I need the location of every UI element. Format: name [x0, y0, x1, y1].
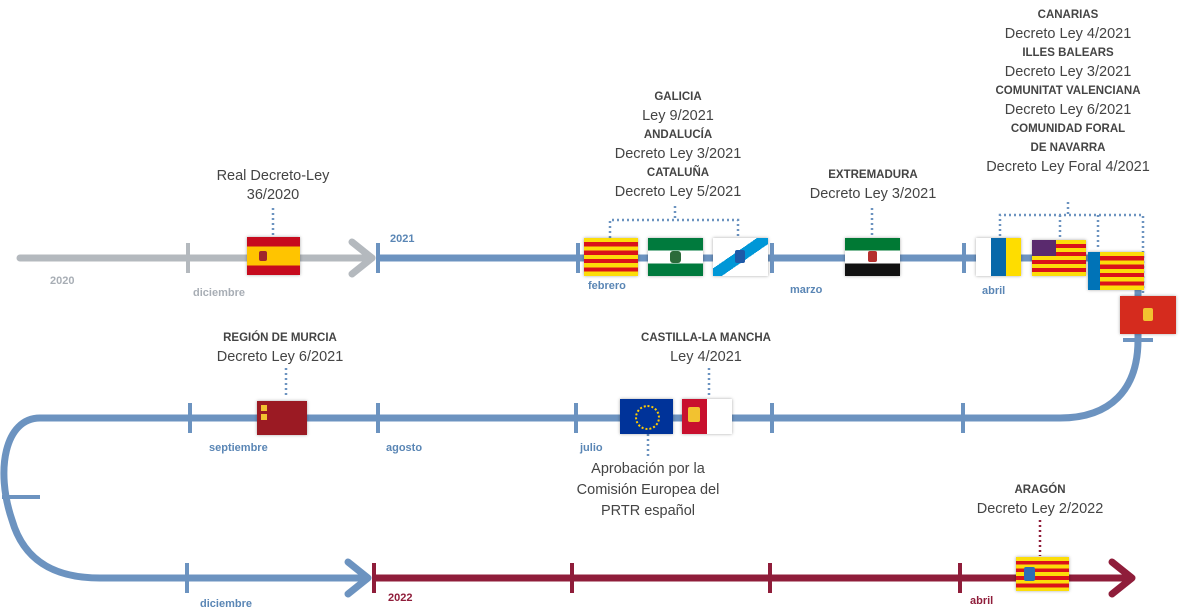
- canarias-region: CANARIAS: [1037, 9, 1099, 21]
- year-2020-label: 2020: [50, 275, 75, 287]
- real-decreto-line1: Real Decreto-Ley: [216, 168, 330, 184]
- aragon-law: Decreto Ley 2/2022: [976, 501, 1104, 517]
- murcia-label: REGIÓN DE MURCIA Decreto Ley 6/2021: [190, 329, 370, 367]
- navarra-region-2: DE NAVARRA: [1030, 142, 1106, 154]
- feb-events-label: GALICIA Ley 9/2021 ANDALUCÍA Decreto Ley…: [590, 88, 766, 202]
- castilla-label: CASTILLA-LA MANCHA Ley 4/2021: [614, 329, 798, 367]
- month-septiembre: septiembre: [209, 442, 268, 454]
- galicia-flag: [713, 238, 768, 276]
- aragon-label: ARAGÓN Decreto Ley 2/2022: [948, 481, 1132, 519]
- month-febrero: febrero: [588, 280, 626, 292]
- year-2022-label: 2022: [388, 592, 413, 604]
- extremadura-label: EXTREMADURA Decreto Ley 3/2021: [785, 166, 961, 204]
- real-decreto-line2: 36/2020: [246, 187, 300, 203]
- andalucia-flag: [648, 238, 703, 276]
- canarias-law: Decreto Ley 4/2021: [1004, 26, 1132, 42]
- spain-flag: [247, 237, 300, 275]
- aragon-region: ARAGÓN: [1014, 484, 1066, 496]
- timeline-2022-segment: [372, 558, 1136, 598]
- timeline-2020-segment: [16, 238, 376, 278]
- month-abril-2021: abril: [982, 285, 1006, 297]
- canarias-flag: [976, 238, 1021, 276]
- connectors: [271, 202, 1145, 556]
- abril-events-label: CANARIAS Decreto Ley 4/2021 ILLES BALEAR…: [968, 6, 1168, 177]
- castilla-region: CASTILLA-LA MANCHA: [641, 332, 771, 344]
- murcia-law: Decreto Ley 6/2021: [216, 349, 344, 365]
- comunitat-valenciana-flag: [1088, 252, 1144, 290]
- extremadura-flag: [845, 238, 900, 276]
- cataluna-flag: [584, 238, 638, 276]
- navarra-flag: [1120, 296, 1176, 334]
- month-agosto: agosto: [386, 442, 423, 454]
- extremadura-law: Decreto Ley 3/2021: [809, 186, 937, 202]
- cataluna-law: Decreto Ley 5/2021: [614, 184, 742, 200]
- murcia-flag: [257, 401, 307, 435]
- galicia-law: Ley 9/2021: [642, 108, 714, 124]
- navarra-region-1: COMUNIDAD FORAL: [1010, 123, 1126, 135]
- month-marzo: marzo: [790, 284, 823, 296]
- timeline-2021-segment: [0, 243, 1153, 598]
- cataluna-region: CATALUÑA: [646, 167, 710, 179]
- murcia-region: REGIÓN DE MURCIA: [223, 332, 337, 344]
- prtr-line2: Comisión Europea del: [576, 482, 720, 498]
- month-abril-2022: abril: [970, 595, 994, 607]
- prtr-line1: Aprobación por la: [591, 461, 705, 477]
- month-diciembre-2021: diciembre: [200, 598, 252, 610]
- castilla-la-mancha-flag: [682, 399, 732, 434]
- andalucia-region: ANDALUCÍA: [643, 129, 713, 141]
- month-diciembre-2020: diciembre: [193, 287, 245, 299]
- extremadura-region: EXTREMADURA: [828, 169, 918, 181]
- prtr-label: Aprobación por la Comisión Europea del P…: [548, 459, 748, 522]
- navarra-law: Decreto Ley Foral 4/2021: [986, 159, 1150, 175]
- year-2021-label: 2021: [390, 233, 415, 245]
- month-julio: julio: [580, 442, 603, 454]
- eu-flag: [620, 399, 673, 434]
- real-decreto-label: Real Decreto-Ley 36/2020: [185, 167, 361, 205]
- galicia-region: GALICIA: [654, 91, 702, 103]
- illes-balears-law: Decreto Ley 3/2021: [1004, 64, 1132, 80]
- andalucia-law: Decreto Ley 3/2021: [614, 146, 742, 162]
- illes-balears-flag: [1032, 240, 1086, 276]
- castilla-law: Ley 4/2021: [670, 349, 742, 365]
- comunitat-valenciana-region: COMUNITAT VALENCIANA: [995, 85, 1141, 97]
- prtr-line3: PRTR español: [600, 503, 696, 519]
- comunitat-valenciana-law: Decreto Ley 6/2021: [1004, 102, 1132, 118]
- illes-balears-region: ILLES BALEARS: [1022, 47, 1114, 59]
- aragon-flag: [1016, 557, 1069, 591]
